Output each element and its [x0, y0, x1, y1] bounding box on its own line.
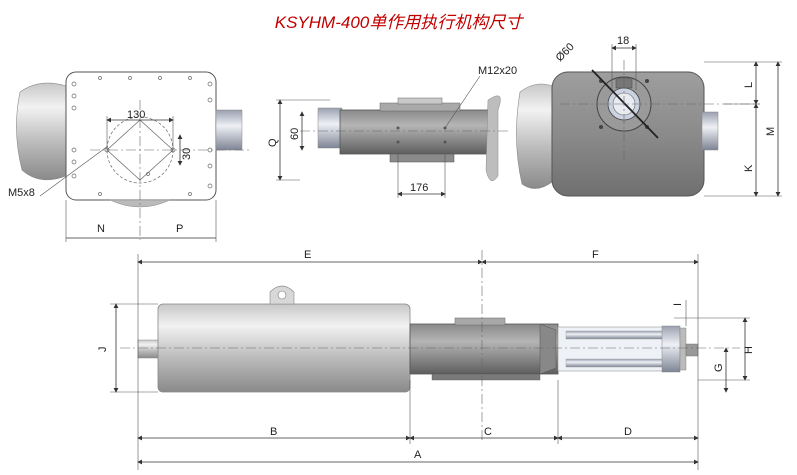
dim-176: 176 [410, 182, 428, 194]
label-l: L [743, 82, 755, 88]
label-a: A [414, 449, 422, 461]
top-view-mounting [16, 71, 250, 242]
label-b: B [270, 426, 277, 438]
label-f: F [592, 249, 599, 261]
label-h: H [743, 346, 755, 354]
label-i: I [672, 303, 684, 306]
end-view [516, 44, 782, 197]
main-dimensions [110, 254, 750, 470]
dim-60: 60 [289, 128, 301, 140]
page-title: KSYHM-400单作用执行机构尺寸 [274, 13, 523, 32]
label-q: Q [267, 138, 279, 147]
dim-130: 130 [127, 109, 145, 121]
label-m12x20: M12x20 [478, 65, 517, 77]
label-g: G [713, 363, 725, 372]
label-n: N [97, 223, 105, 235]
label-m: M [765, 127, 777, 136]
label-p: P [176, 223, 183, 235]
label-e: E [304, 249, 311, 261]
label-c: C [484, 426, 492, 438]
dim-30: 30 [181, 148, 193, 160]
dim-phi60: Ø60 [554, 41, 577, 64]
main-elevation [120, 250, 740, 440]
label-j: J [97, 347, 109, 353]
label-k: K [743, 164, 755, 172]
side-view-flange [276, 75, 510, 198]
label-d: D [624, 426, 632, 438]
dim-18: 18 [617, 35, 629, 47]
label-m5x8: M5x8 [8, 187, 35, 199]
